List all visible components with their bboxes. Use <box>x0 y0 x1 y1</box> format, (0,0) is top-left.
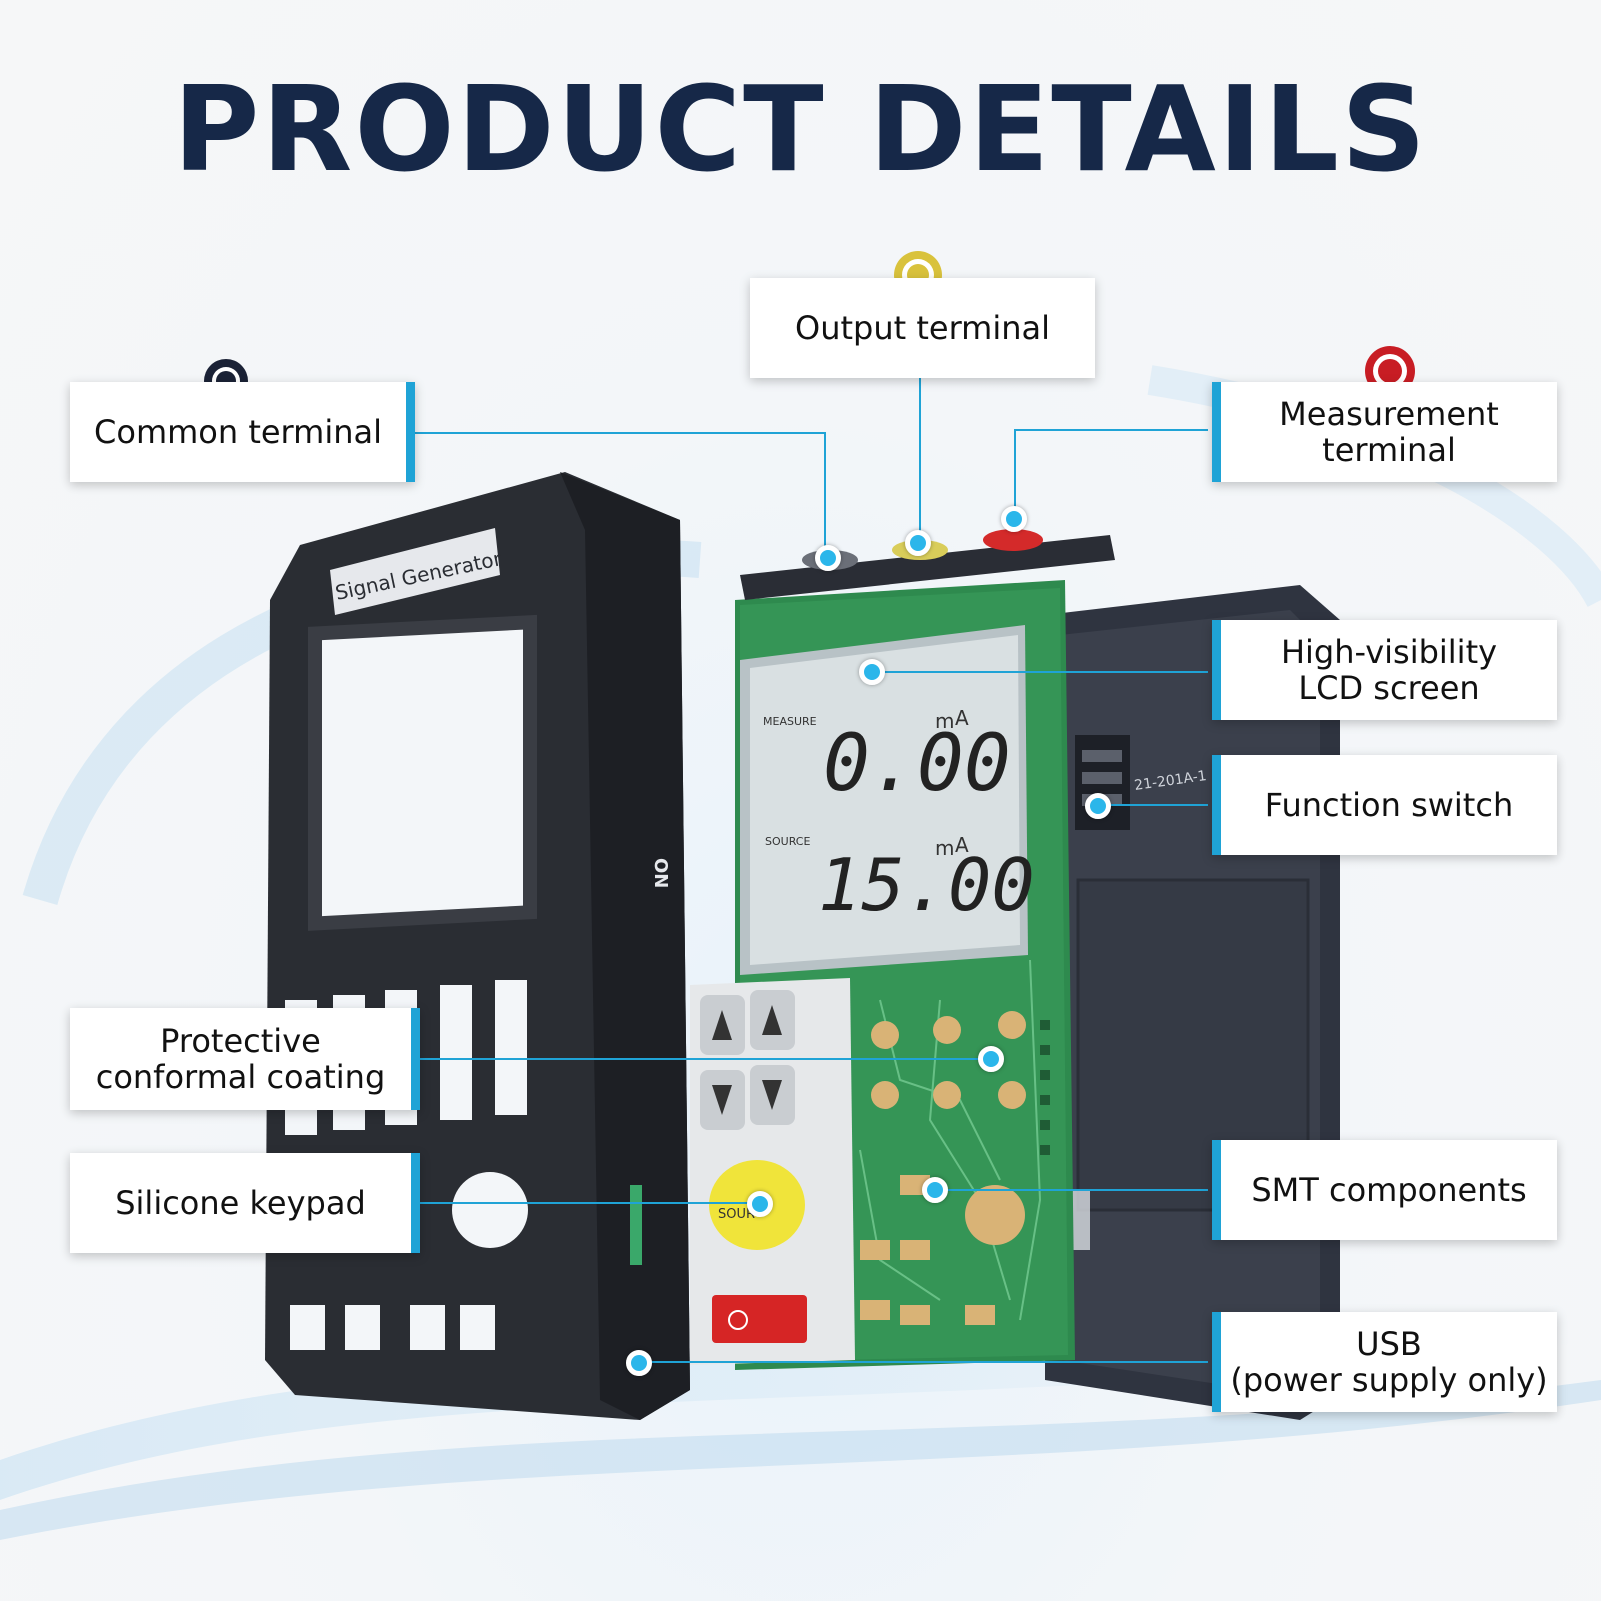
common-terminal-dot <box>815 545 841 571</box>
silicone-keypad-label: Silicone keypad <box>115 1184 366 1222</box>
common-terminal-callout: Common terminal <box>70 382 415 482</box>
lcd-source-value: 15.00 <box>818 843 1035 927</box>
lcd-screen-label: High-visibility LCD screen <box>1280 633 1498 707</box>
lcd-screen-callout: High-visibility LCD screen <box>1212 620 1557 720</box>
lcd-measure-unit-m: m <box>935 709 954 733</box>
usb-label: USB (power supply only) <box>1230 1325 1548 1399</box>
output-terminal-dot <box>905 530 931 556</box>
silicone-keypad: SOUR <box>690 978 855 1365</box>
measurement-terminal-dot <box>1001 506 1027 532</box>
smt-components-callout: SMT components <box>1212 1140 1557 1240</box>
conformal-coating-callout: Protective conformal coating <box>70 1008 420 1110</box>
case-side-label: ON <box>650 858 671 888</box>
lcd-screen: MEASURE 0.00 m A SOURCE 15.00 m A <box>740 625 1035 975</box>
leader-lines <box>415 378 1208 1363</box>
conformal-coating-label: Protective conformal coating <box>95 1022 386 1096</box>
lcd-source-unit-a: A <box>955 833 969 857</box>
usb-callout: USB (power supply only) <box>1212 1312 1557 1412</box>
smt-components-dot <box>922 1177 948 1203</box>
measurement-terminal-label: Measurement terminal <box>1279 395 1499 469</box>
lcd-source-label: SOURCE <box>765 835 810 848</box>
function-switch-callout: Function switch <box>1212 755 1557 855</box>
smt-components-label: SMT components <box>1251 1171 1527 1209</box>
power-button <box>712 1295 807 1343</box>
function-switch-dot <box>1085 793 1111 819</box>
conformal-coating-dot <box>978 1046 1004 1072</box>
silicone-keypad-callout: Silicone keypad <box>70 1153 420 1253</box>
lcd-measure-unit-a: A <box>955 706 969 730</box>
common-terminal-label: Common terminal <box>94 413 382 451</box>
lcd-measure-value: 0.00 <box>823 719 1011 809</box>
output-terminal-label: Output terminal <box>795 309 1050 347</box>
lcd-screen-dot <box>859 659 885 685</box>
function-switch-label: Function switch <box>1264 786 1514 824</box>
measurement-terminal-callout: Measurement terminal <box>1212 382 1557 482</box>
page-title: PRODUCT DETAILS <box>173 60 1428 198</box>
silicone-keypad-dot <box>747 1191 773 1217</box>
usb-dot <box>626 1350 652 1376</box>
lcd-measure-label: MEASURE <box>763 715 817 728</box>
output-terminal-callout: Output terminal <box>750 278 1095 378</box>
lcd-source-unit-m: m <box>935 836 954 860</box>
knob-label: SOUR <box>718 1207 755 1222</box>
front-case: Signal Generator ON <box>265 472 690 1420</box>
